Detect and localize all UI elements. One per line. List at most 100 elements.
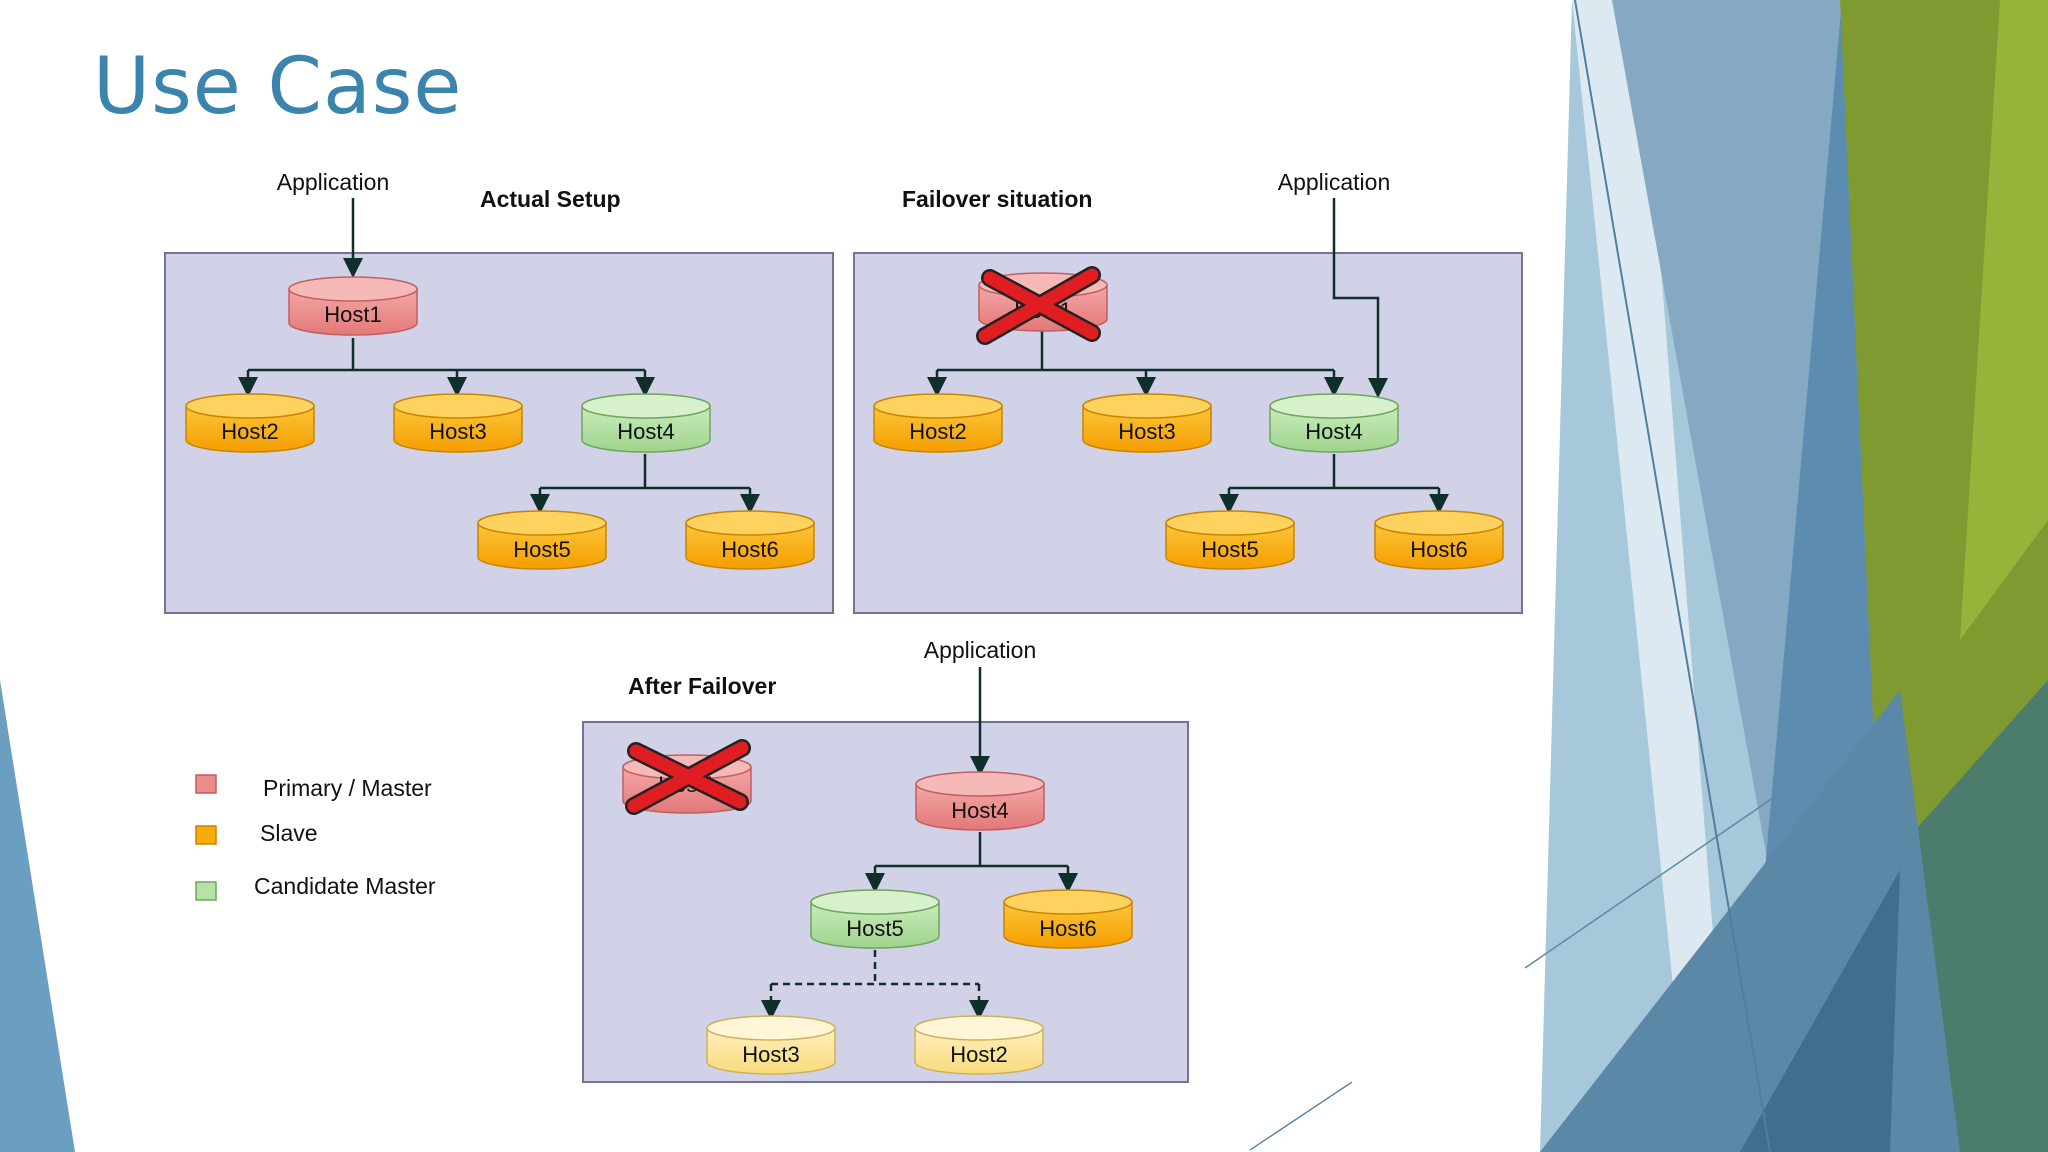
deco-thin-line-3 xyxy=(1249,1081,1353,1151)
deco-thin-line-1 xyxy=(1574,0,1771,1152)
connector-app-to-host4 xyxy=(1332,198,1388,398)
legend: Primary / Master Slave Candidate Master xyxy=(195,774,436,901)
db-node: Host6 xyxy=(1374,510,1504,570)
deco-left-sliver xyxy=(0,680,75,1152)
db-node-label: Host5 xyxy=(513,537,570,562)
legend-item-candidate: Candidate Master xyxy=(195,873,436,901)
db-cylinder-top xyxy=(477,510,607,536)
panel-failover-connectors xyxy=(927,198,1449,514)
deco-light-olive xyxy=(1960,0,2048,640)
db-node: Host6 xyxy=(685,510,815,570)
failed-cross-icon xyxy=(625,739,751,815)
panel-failover-title: Failover situation xyxy=(902,186,1092,212)
db-node-label: Host5 xyxy=(846,916,903,941)
failed-cross-icon xyxy=(976,266,1101,345)
db-cylinder xyxy=(1003,901,1133,949)
legend-swatch xyxy=(195,774,217,794)
db-cylinder-top xyxy=(185,393,315,419)
legend-swatch xyxy=(195,881,217,901)
db-cylinder xyxy=(1165,522,1295,570)
db-node-label: Host3 xyxy=(1118,419,1175,444)
db-cylinder xyxy=(581,405,711,453)
db-node: Host1 xyxy=(288,276,418,336)
db-node-label: Host6 xyxy=(721,537,778,562)
db-cylinder-top xyxy=(915,771,1045,797)
db-cylinder-top xyxy=(685,510,815,536)
deco-thin-line-2 xyxy=(1524,751,1841,969)
db-cylinder-top xyxy=(1082,393,1212,419)
db-cylinder xyxy=(915,783,1045,831)
legend-label: Primary / Master xyxy=(263,775,432,801)
db-node: Host4 xyxy=(1269,393,1399,453)
db-cylinder-top xyxy=(1374,510,1504,536)
panel-failover: Failover situation Application Host1 xyxy=(853,169,1523,614)
page-title: Use Case xyxy=(93,42,463,132)
db-node-label: Host2 xyxy=(950,1042,1007,1067)
legend-label: Slave xyxy=(260,820,318,846)
db-cylinder-top xyxy=(393,393,523,419)
deco-deep-lower xyxy=(1740,870,1900,1152)
db-cylinder-top xyxy=(1269,393,1399,419)
failed-host: Host1 xyxy=(976,266,1108,345)
db-node: Host2 xyxy=(914,1015,1044,1075)
db-cylinder xyxy=(288,288,418,336)
panel-actual-connectors xyxy=(238,198,760,514)
db-node-label: Host4 xyxy=(617,419,674,444)
db-node: Host5 xyxy=(810,889,940,949)
db-node: Host2 xyxy=(873,393,1003,453)
db-cylinder-top xyxy=(706,1015,836,1041)
db-cylinder-top xyxy=(873,393,1003,419)
legend-item-slave: Slave xyxy=(195,820,318,846)
db-cylinder xyxy=(477,522,607,570)
db-cylinder xyxy=(393,405,523,453)
db-node: Host2 xyxy=(185,393,315,453)
db-node-label: Host3 xyxy=(429,419,486,444)
db-cylinder xyxy=(685,522,815,570)
db-node-label: Host1 xyxy=(324,302,381,327)
db-cylinder xyxy=(914,1027,1044,1075)
panel-failover-app-label: Application xyxy=(1278,169,1391,195)
db-node: Host5 xyxy=(477,510,607,570)
db-cylinder-top xyxy=(581,393,711,419)
db-node-label: Host4 xyxy=(951,798,1008,823)
panel-actual-setup: Actual Setup Application Host1 xyxy=(164,169,834,614)
panel-after-connectors xyxy=(761,667,1078,1020)
db-cylinder-top xyxy=(914,1015,1044,1041)
db-cylinder-top xyxy=(1003,889,1133,915)
db-node-label: Host6 xyxy=(1039,916,1096,941)
db-node: Host5 xyxy=(1165,510,1295,570)
db-cylinder-top xyxy=(288,276,418,302)
panel-after-title: After Failover xyxy=(628,673,776,699)
db-cylinder-top xyxy=(1165,510,1295,536)
db-cylinder xyxy=(706,1027,836,1075)
db-node: Host4 xyxy=(581,393,711,453)
db-cylinder xyxy=(1082,405,1212,453)
db-cylinder-top xyxy=(810,889,940,915)
db-node-label: Host3 xyxy=(742,1042,799,1067)
db-cylinder xyxy=(1269,405,1399,453)
db-cylinder xyxy=(810,901,940,949)
panel-after-failover: After Failover Application Host1 xyxy=(582,637,1189,1083)
db-cylinder xyxy=(185,405,315,453)
db-node-label: Host2 xyxy=(909,419,966,444)
db-node-label: Host5 xyxy=(1201,537,1258,562)
failed-host: Host1 xyxy=(622,739,752,815)
db-node: Host3 xyxy=(706,1015,836,1075)
db-node: Host3 xyxy=(393,393,523,453)
db-node: Host3 xyxy=(1082,393,1212,453)
db-cylinder xyxy=(1374,522,1504,570)
panel-actual-app-label: Application xyxy=(277,169,390,195)
db-node-label: Host4 xyxy=(1305,419,1362,444)
db-node-label: Host6 xyxy=(1410,537,1467,562)
legend-item-primary: Primary / Master xyxy=(195,774,432,801)
replication-diagram: Actual Setup Application Host1 xyxy=(164,169,1523,1083)
legend-swatch xyxy=(195,825,217,845)
panel-actual-title: Actual Setup xyxy=(480,186,621,212)
db-node: Host4 xyxy=(915,771,1045,831)
deco-white-shard xyxy=(1572,0,1730,1152)
legend-label: Candidate Master xyxy=(254,873,436,899)
db-cylinder xyxy=(873,405,1003,453)
panel-after-app-label: Application xyxy=(924,637,1037,663)
